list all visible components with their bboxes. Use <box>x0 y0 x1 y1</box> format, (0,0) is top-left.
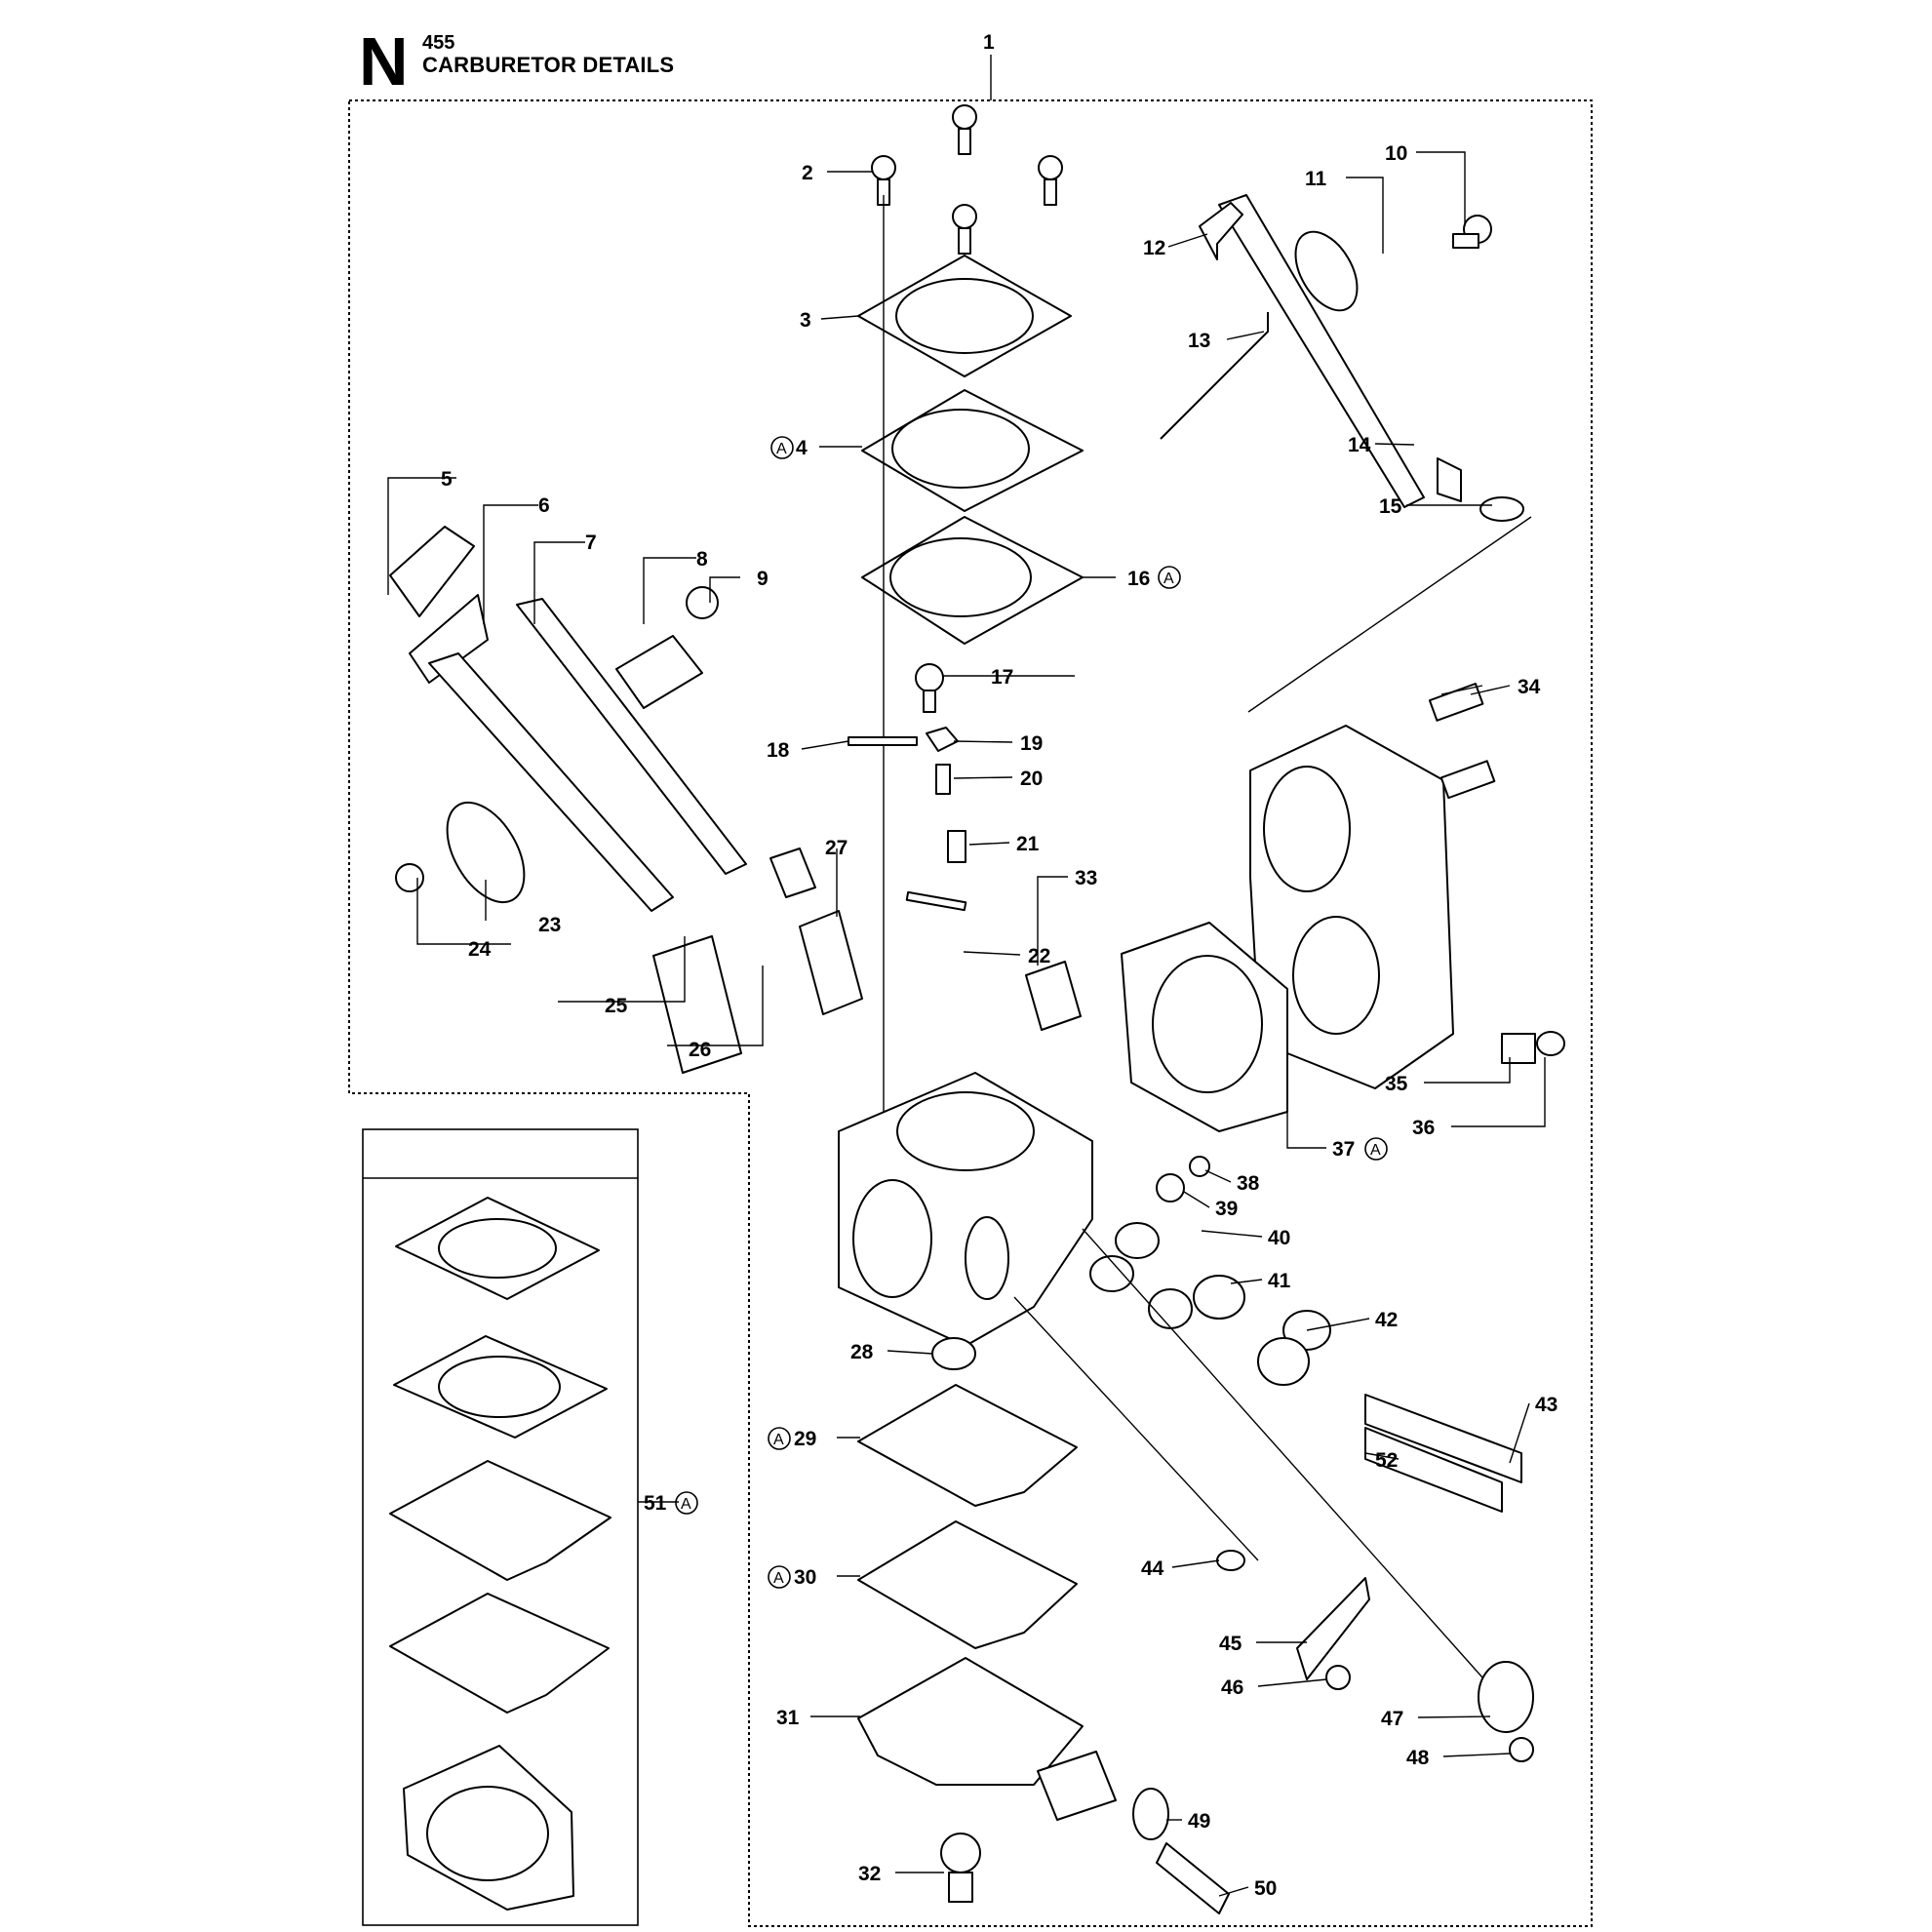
kit-markers: A A A A A A <box>675 436 1388 1589</box>
needle-parts <box>848 663 1082 1031</box>
callout-37: 37 <box>1332 1138 1355 1161</box>
callout-28: 28 <box>850 1341 874 1363</box>
marker-16: A <box>1158 566 1181 589</box>
kit-gaskets <box>389 1197 611 1911</box>
callout-26: 26 <box>689 1039 711 1061</box>
callout-22: 22 <box>1028 945 1050 967</box>
callout-36: 36 <box>1412 1117 1435 1139</box>
callout-18: 18 <box>767 739 790 762</box>
lower-parts <box>857 1337 1230 1914</box>
section-letter: N <box>359 23 409 99</box>
callout-46: 46 <box>1221 1676 1243 1699</box>
callout-48: 48 <box>1406 1747 1430 1769</box>
callout-12: 12 <box>1143 237 1165 259</box>
callout-3: 3 <box>800 309 811 332</box>
top-screws <box>871 104 1063 255</box>
callout-25: 25 <box>605 995 628 1017</box>
callout-29: 29 <box>794 1428 816 1450</box>
callout-1: 1 <box>983 31 995 54</box>
callout-21: 21 <box>1016 833 1040 855</box>
callout-4: 4 <box>796 437 808 459</box>
carburetor-body <box>838 1072 1093 1347</box>
marker-29: A <box>768 1427 791 1450</box>
callout-33: 33 <box>1075 867 1097 889</box>
callout-17: 17 <box>991 666 1013 689</box>
throttle-shaft <box>1160 194 1524 522</box>
callout-15: 15 <box>1379 495 1402 518</box>
callout-43: 43 <box>1535 1394 1557 1416</box>
callout-39: 39 <box>1215 1198 1238 1220</box>
pump-covers <box>857 255 1084 645</box>
leader-lines <box>387 151 1546 1897</box>
callout-14: 14 <box>1348 434 1371 456</box>
model-number: 455 <box>422 32 455 54</box>
callout-50: 50 <box>1254 1877 1277 1900</box>
callout-44: 44 <box>1141 1557 1164 1580</box>
marker-51-text: A <box>681 1496 691 1513</box>
callout-13: 13 <box>1188 330 1210 352</box>
marker-37-text: A <box>1370 1142 1381 1159</box>
callout-35: 35 <box>1385 1073 1408 1095</box>
intake-bracket <box>1121 683 1565 1132</box>
marker-30: A <box>768 1565 791 1589</box>
callout-19: 19 <box>1020 732 1043 755</box>
marker-4: A <box>770 436 794 459</box>
choke-shaft <box>389 526 863 1074</box>
callout-34: 34 <box>1518 676 1541 698</box>
callout-31: 31 <box>776 1707 800 1729</box>
callout-20: 20 <box>1020 768 1043 790</box>
callout-23: 23 <box>538 914 561 936</box>
marker-16-text: A <box>1163 571 1174 587</box>
callout-11: 11 <box>1305 168 1327 190</box>
callout-27: 27 <box>825 837 848 859</box>
callout-41: 41 <box>1268 1270 1291 1292</box>
marker-4-text: A <box>776 441 787 457</box>
callout-51: 51 <box>644 1492 667 1515</box>
callout-24: 24 <box>468 938 492 961</box>
callout-labels: 1 2 3 4 5 6 7 8 9 10 11 12 13 14 15 16 1… <box>441 31 1557 1900</box>
adjust-parts <box>1089 1156 1534 1762</box>
page-title: CARBURETOR DETAILS <box>422 53 675 77</box>
callout-8: 8 <box>696 548 708 571</box>
callout-7: 7 <box>585 532 597 554</box>
callout-32: 32 <box>858 1863 881 1885</box>
callout-40: 40 <box>1268 1227 1290 1249</box>
callout-16: 16 <box>1127 568 1150 590</box>
callout-10: 10 <box>1385 142 1407 165</box>
callout-49: 49 <box>1188 1810 1210 1833</box>
callout-6: 6 <box>538 494 550 517</box>
callout-5: 5 <box>441 468 453 491</box>
marker-37: A <box>1364 1137 1388 1161</box>
marker-51: A <box>675 1491 698 1515</box>
marker-30-text: A <box>773 1570 784 1587</box>
callout-45: 45 <box>1219 1633 1242 1655</box>
callout-9: 9 <box>757 568 769 590</box>
callout-2: 2 <box>802 162 813 184</box>
callout-38: 38 <box>1237 1172 1260 1195</box>
kit-box <box>362 1128 639 1926</box>
marker-29-text: A <box>773 1432 784 1448</box>
callout-47: 47 <box>1381 1708 1403 1730</box>
callout-42: 42 <box>1375 1309 1398 1331</box>
kit-boundary <box>348 99 1593 1927</box>
callout-52: 52 <box>1375 1449 1398 1472</box>
callout-30: 30 <box>794 1566 816 1589</box>
